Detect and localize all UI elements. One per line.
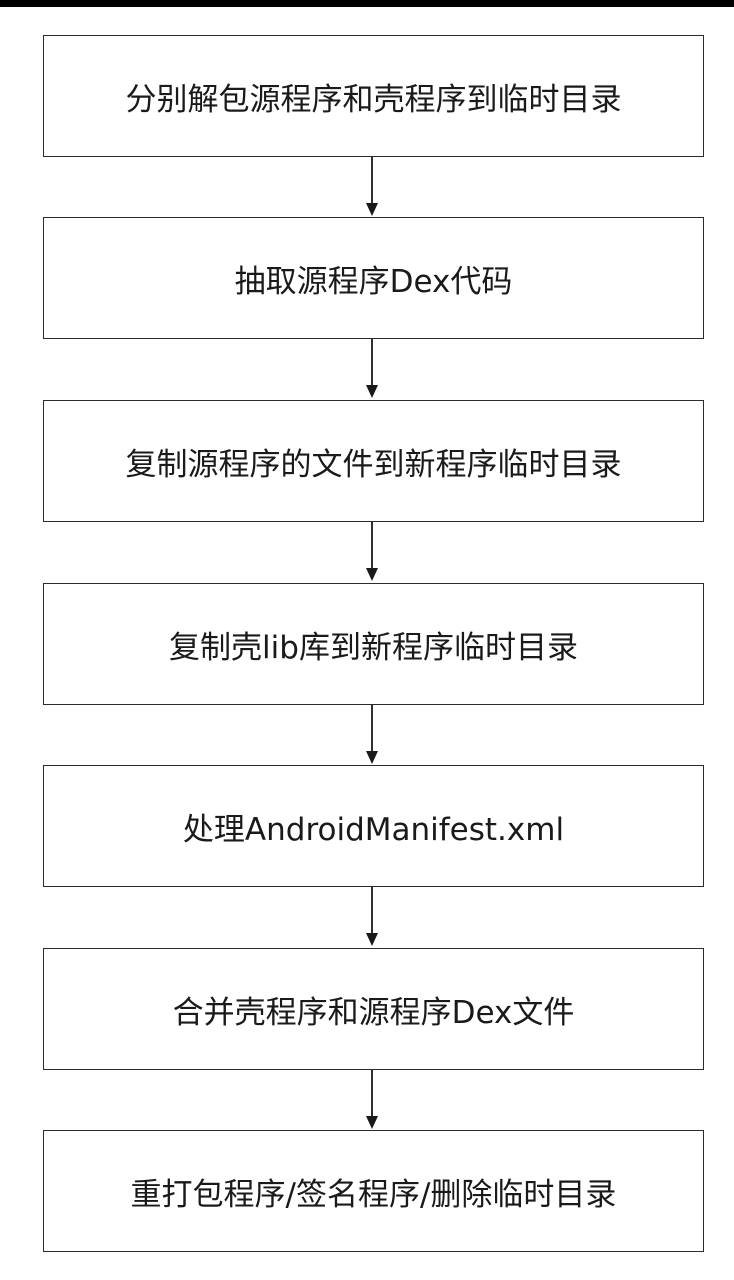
- down-arrow-icon: [366, 339, 378, 398]
- step-box-merge-dex: 合并壳程序和源程序Dex文件: [43, 948, 704, 1070]
- step-label: 合并壳程序和源程序Dex文件: [172, 994, 575, 1031]
- step-box-repack-sign-cleanup: 重打包程序/签名程序/删除临时目录: [43, 1130, 704, 1252]
- step-label: 复制源程序的文件到新程序临时目录: [125, 446, 622, 483]
- step-box-copy-shell-lib: 复制壳lib库到新程序临时目录: [43, 583, 704, 705]
- down-arrow-icon: [366, 1070, 378, 1129]
- step-label: 处理AndroidManifest.xml: [182, 811, 565, 848]
- step-box-extract-dex: 抽取源程序Dex代码: [43, 217, 704, 339]
- down-arrow-icon: [366, 887, 378, 946]
- down-arrow-icon: [366, 522, 378, 581]
- step-box-copy-source-files: 复制源程序的文件到新程序临时目录: [43, 400, 704, 522]
- down-arrow-icon: [366, 157, 378, 216]
- step-box-unpack: 分别解包源程序和壳程序到临时目录: [43, 35, 704, 157]
- step-label: 分别解包源程序和壳程序到临时目录: [125, 81, 622, 118]
- top-bar: [0, 0, 734, 7]
- step-label: 抽取源程序Dex代码: [234, 263, 513, 300]
- step-label: 重打包程序/签名程序/删除临时目录: [130, 1176, 617, 1213]
- step-label: 复制壳lib库到新程序临时目录: [169, 629, 578, 666]
- down-arrow-icon: [366, 705, 378, 764]
- step-box-process-manifest: 处理AndroidManifest.xml: [43, 765, 704, 887]
